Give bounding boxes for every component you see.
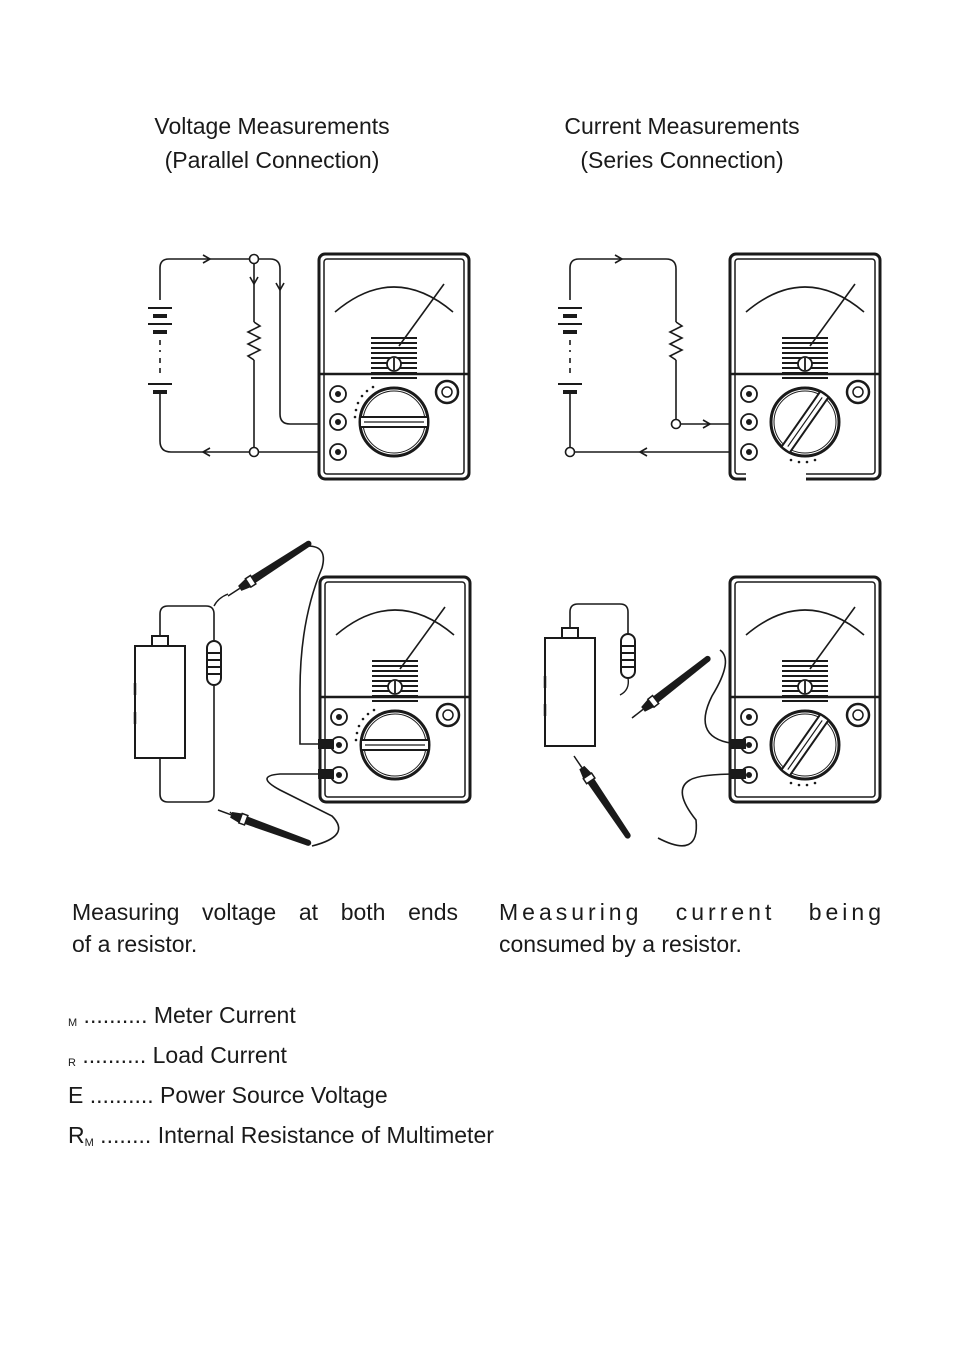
current-caption-line1: Measuring current being [499, 899, 885, 925]
legend-row-power-source-voltage: E .......... Power Source Voltage [68, 1082, 388, 1108]
range-knob [360, 739, 430, 751]
current-heading-line1: Current Measurements [564, 113, 800, 139]
voltage-schematic [148, 258, 338, 453]
multimeter-voltage-wiring [318, 575, 472, 804]
current-schematic [558, 258, 750, 453]
voltage-wiring-illustration [133, 537, 340, 850]
voltage-caption: Measuring voltage at both ends of a resi… [72, 896, 458, 960]
current-caption-line2: consumed by a resistor. [499, 931, 742, 957]
multimeter-current-wiring [728, 575, 882, 804]
symbol-legend: M .......... Meter Current R .......... … [68, 999, 494, 1159]
multimeter-voltage-schematic [317, 252, 471, 481]
current-heading-line2: (Series Connection) [580, 147, 784, 173]
current-heading: Current Measurements (Series Connection) [522, 109, 842, 177]
range-knob [359, 416, 429, 428]
voltage-caption-line1: Measuring voltage at both ends [72, 899, 458, 925]
voltage-heading: Voltage Measurements (Parallel Connectio… [112, 109, 432, 177]
voltage-heading-line2: (Parallel Connection) [164, 147, 380, 173]
multimeter-current-schematic [728, 252, 882, 481]
legend-row-internal-resistance: RM ........ Internal Resistance of Multi… [68, 1122, 494, 1149]
current-caption: Measuring current being consumed by a re… [499, 896, 885, 960]
legend-row-meter-current: M .......... Meter Current [68, 1002, 296, 1029]
legend-row-load-current: R .......... Load Current [68, 1042, 287, 1069]
voltage-heading-line1: Voltage Measurements [154, 113, 390, 139]
voltage-caption-line2: of a resistor. [72, 931, 198, 957]
current-wiring-illustration [543, 603, 744, 847]
